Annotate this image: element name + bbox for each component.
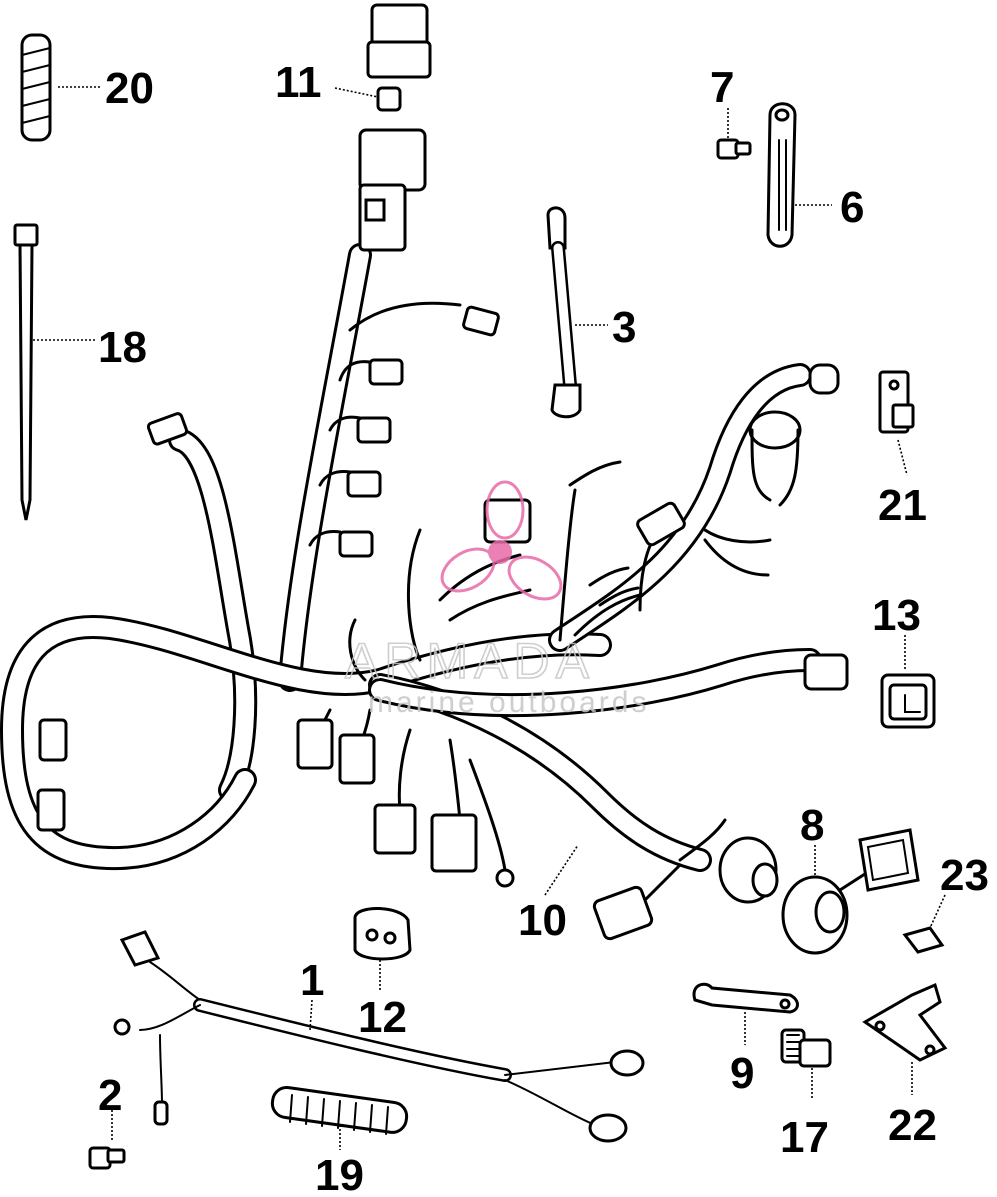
holder-strap-part-6 (766, 102, 797, 248)
callout-8: 8 (800, 801, 824, 850)
callout-1: 1 (300, 956, 324, 1005)
corrugated-tube-part-19 (270, 1085, 409, 1135)
clamp-part-21 (878, 370, 915, 434)
watermark-tagline: marine outboards (368, 686, 649, 719)
callout-23: 23 (940, 851, 989, 900)
spiral-wrap-part-20 (20, 33, 52, 142)
callout-leaders (33, 86, 946, 1150)
callout-18: 18 (98, 323, 147, 372)
callout-9: 9 (730, 1049, 754, 1098)
callout-11: 11 (275, 58, 322, 107)
clip-part-23 (902, 926, 945, 954)
bolt-part-17 (780, 1028, 832, 1068)
bolt-part-7 (716, 138, 752, 160)
callout-12: 12 (358, 993, 407, 1042)
lead-wire-part-3 (546, 206, 582, 419)
armada-propeller-logo (440, 480, 563, 601)
logo-hub (488, 540, 512, 564)
callout-21: 21 (878, 481, 927, 530)
bracket-part-9 (692, 982, 799, 1014)
cable-tie-part-18 (13, 223, 39, 521)
callout-6: 6 (840, 183, 864, 232)
plate-part-22 (862, 982, 948, 1062)
grommet-block-part-13 (880, 673, 936, 729)
watermark-brand: ARMADA (345, 633, 595, 689)
callout-10: 10 (518, 896, 567, 945)
main-wire-harness (0, 128, 849, 941)
callout-20: 20 (105, 64, 154, 113)
bolt-part-2 (88, 1146, 126, 1170)
relay-and-fuse-part-11 (366, 3, 432, 112)
callout-2: 2 (98, 1071, 122, 1120)
sender-part-8 (781, 828, 920, 955)
callout-numbers: 20 11 7 6 3 18 21 13 8 23 10 1 12 9 2 17… (98, 58, 989, 1197)
callout-13: 13 (872, 591, 921, 640)
callout-3: 3 (612, 303, 636, 352)
callout-22: 22 (888, 1101, 937, 1150)
callout-7: 7 (710, 63, 734, 112)
grommet-part-12 (353, 907, 412, 961)
logo-blade-top (485, 480, 525, 540)
battery-cable-part-1 (113, 930, 645, 1143)
logo-blade-right (507, 555, 563, 601)
callout-19: 19 (315, 1151, 364, 1197)
callout-17: 17 (780, 1113, 829, 1162)
armada-watermark: ARMADA marine outboards (344, 480, 649, 719)
